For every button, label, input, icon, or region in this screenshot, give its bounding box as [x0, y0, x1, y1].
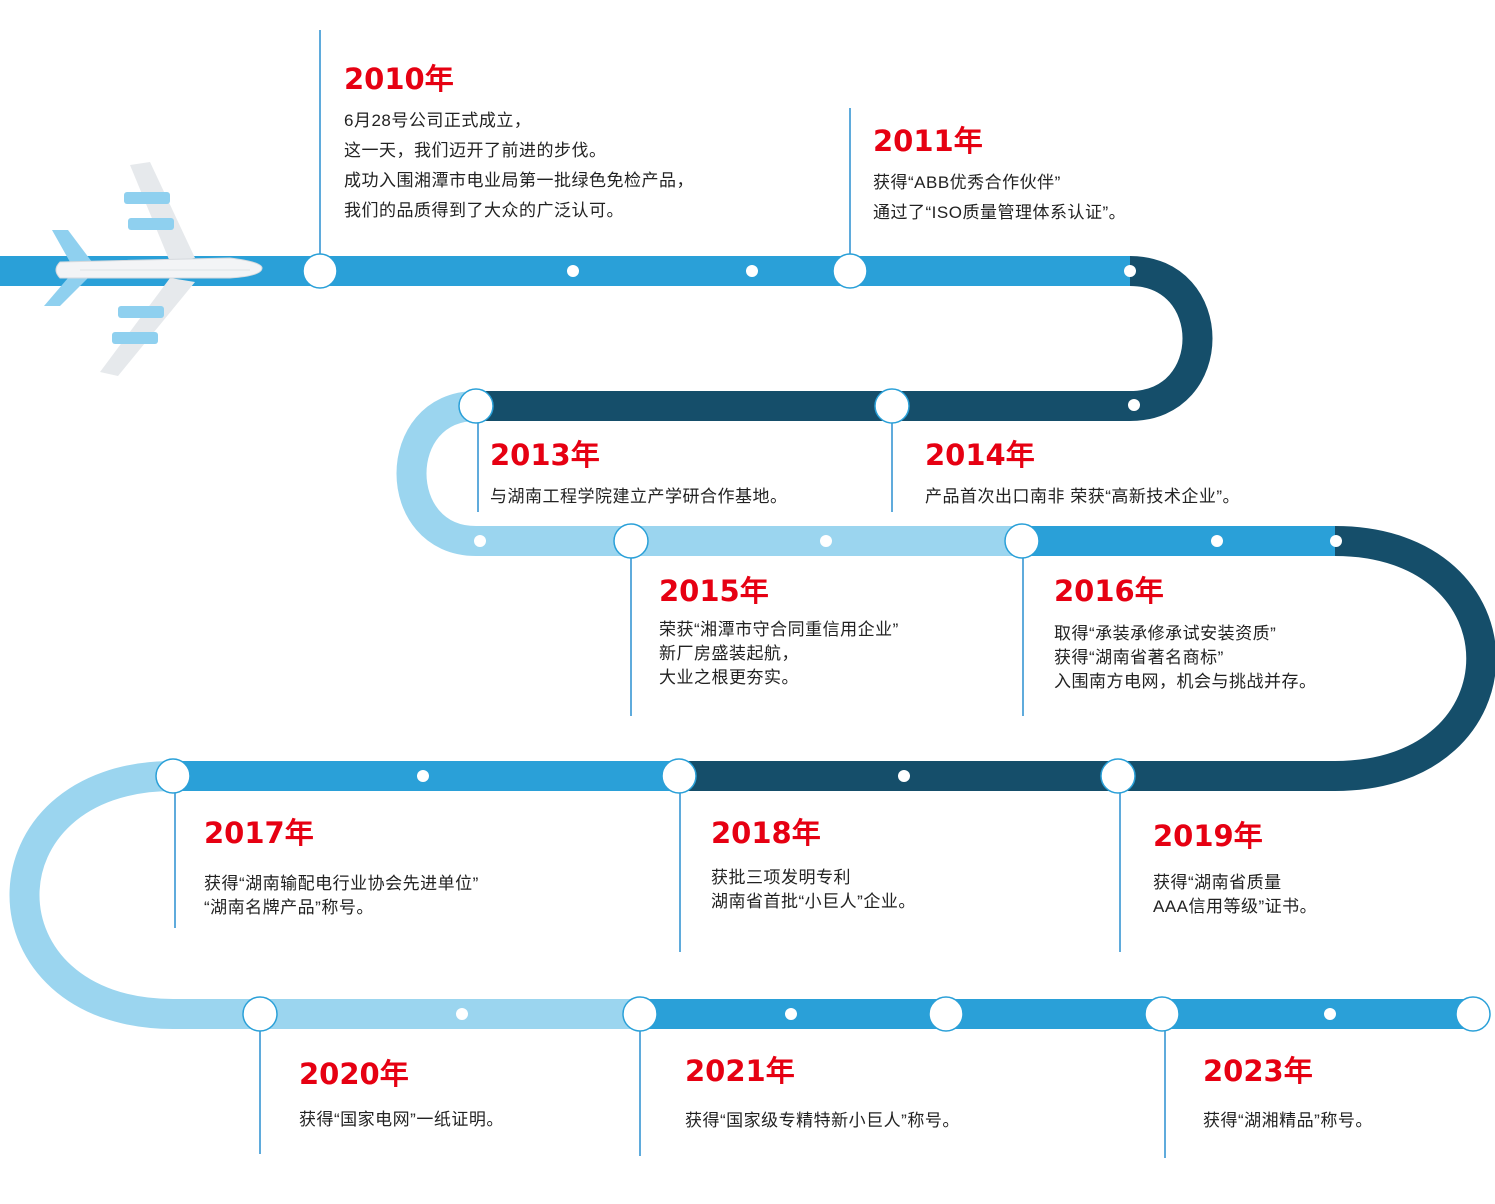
event-2014: 2014年 产品首次出口南非 荣获“高新技术企业”。 — [925, 438, 1240, 512]
marker-2015 — [613, 523, 649, 559]
event-year: 2023年 — [1203, 1054, 1313, 1088]
event-year: 2021年 — [685, 1054, 795, 1088]
event-line: 新厂房盛装起航， — [659, 644, 799, 663]
event-line: “湖南名牌产品”称号。 — [204, 898, 374, 917]
event-line: AAA信用等级”证书。 — [1153, 897, 1318, 916]
airplane-icon — [44, 162, 263, 376]
event-line: 这一天，我们迈开了前进的步伐。 — [344, 141, 607, 160]
road-dot — [820, 535, 832, 547]
event-2023: 2023年 获得“湖湘精品”称号。 — [1203, 1054, 1373, 1136]
event-year: 2011年 — [873, 124, 983, 158]
road-curve-left-2 — [9, 761, 174, 1029]
marker-2014 — [874, 388, 910, 424]
marker-2011 — [832, 253, 868, 289]
event-2019: 2019年 获得“湖南省质量 AAA信用等级”证书。 — [1153, 819, 1317, 919]
event-line: 6月28号公司正式成立， — [344, 111, 532, 130]
event-line: 获得“湖湘精品”称号。 — [1203, 1111, 1373, 1130]
event-description: 获得“ABB优秀合作伙伴” 通过了“ISO质量管理体系认证”。 — [873, 168, 1126, 228]
event-line: 与湖南工程学院建立产学研合作基地。 — [490, 487, 788, 506]
road-dot — [456, 1008, 468, 1020]
event-line: 产品首次出口南非 荣获“高新技术企业”。 — [925, 487, 1241, 506]
event-2020: 2020年 获得“国家电网”一纸证明。 — [299, 1057, 504, 1135]
event-description: 获批三项发明专利 湖南省首批“小巨人”企业。 — [711, 866, 916, 914]
marker-2016 — [1004, 523, 1040, 559]
event-2010: 2010年 6月28号公司正式成立， 这一天，我们迈开了前进的步伐。 成功入围湘… — [344, 62, 694, 226]
marker-end — [1455, 996, 1491, 1032]
road-dot — [417, 770, 429, 782]
event-line: 成功入围湘潭市电业局第一批绿色免检产品， — [344, 171, 694, 190]
marker-2021 — [622, 996, 658, 1032]
event-description: 荣获“湘潭市守合同重信用企业” 新厂房盛装起航， 大业之根更夯实。 — [659, 618, 899, 690]
event-year: 2015年 — [659, 574, 769, 608]
event-year: 2018年 — [711, 816, 821, 850]
event-line: 获得“湖南输配电行业协会先进单位” — [204, 874, 479, 893]
event-line: 获得“湖南省著名商标” — [1054, 648, 1224, 667]
event-year: 2017年 — [204, 816, 314, 850]
event-2011: 2011年 获得“ABB优秀合作伙伴” 通过了“ISO质量管理体系认证”。 — [873, 124, 1126, 228]
marker-2020 — [242, 996, 278, 1032]
road-curve-right-2 — [1334, 526, 1495, 791]
event-description: 获得“湖湘精品”称号。 — [1203, 1106, 1373, 1136]
event-line: 荣获“湘潭市守合同重信用企业” — [659, 620, 899, 639]
event-line: 获得“湖南省质量 — [1153, 873, 1282, 892]
road-dot — [1211, 535, 1223, 547]
road-dot — [1324, 1008, 1336, 1020]
event-description: 与湖南工程学院建立产学研合作基地。 — [490, 482, 788, 512]
road-dot — [746, 265, 758, 277]
event-description: 获得“国家电网”一纸证明。 — [299, 1105, 504, 1135]
marker-2018 — [661, 758, 697, 794]
road-dot — [1330, 535, 1342, 547]
marker-2019 — [1100, 758, 1136, 794]
event-description: 获得“湖南输配电行业协会先进单位” “湖南名牌产品”称号。 — [204, 872, 479, 920]
road-dot — [898, 770, 910, 782]
event-2015: 2015年 荣获“湘潭市守合同重信用企业” 新厂房盛装起航， 大业之根更夯实。 — [659, 574, 899, 690]
road-curve-right-1 — [1128, 256, 1213, 421]
event-2013: 2013年 与湖南工程学院建立产学研合作基地。 — [490, 438, 788, 512]
event-line: 获批三项发明专利 — [711, 868, 851, 887]
event-year: 2010年 — [344, 62, 454, 96]
event-description: 取得“承装承修承试安装资质” 获得“湖南省著名商标” 入围南方电网，机会与挑战并… — [1054, 622, 1317, 694]
event-year: 2013年 — [490, 438, 600, 472]
marker-2017 — [155, 758, 191, 794]
event-line: 入围南方电网，机会与挑战并存。 — [1054, 672, 1317, 691]
event-line: 通过了“ISO质量管理体系认证”。 — [873, 203, 1127, 222]
marker-2021b — [928, 996, 964, 1032]
event-description: 获得“国家级专精特新小巨人”称号。 — [685, 1106, 960, 1136]
event-line: 获得“国家级专精特新小巨人”称号。 — [685, 1111, 960, 1130]
road-dot — [1128, 399, 1140, 411]
event-line: 获得“ABB优秀合作伙伴” — [873, 173, 1061, 192]
event-2021: 2021年 获得“国家级专精特新小巨人”称号。 — [685, 1054, 960, 1136]
marker-2013 — [458, 388, 494, 424]
event-year: 2020年 — [299, 1057, 409, 1091]
event-2016: 2016年 取得“承装承修承试安装资质” 获得“湖南省著名商标” 入围南方电网，… — [1054, 574, 1317, 694]
event-year: 2014年 — [925, 438, 1035, 472]
road-dot — [474, 535, 486, 547]
event-description: 6月28号公司正式成立， 这一天，我们迈开了前进的步伐。 成功入围湘潭市电业局第… — [344, 106, 694, 226]
road-curve-left-1 — [396, 391, 478, 556]
event-2017: 2017年 获得“湖南输配电行业协会先进单位” “湖南名牌产品”称号。 — [204, 816, 479, 920]
event-2018: 2018年 获批三项发明专利 湖南省首批“小巨人”企业。 — [711, 816, 916, 914]
marker-2023 — [1144, 996, 1180, 1032]
event-line: 湖南省首批“小巨人”企业。 — [711, 892, 916, 911]
event-year: 2016年 — [1054, 574, 1164, 608]
event-year: 2019年 — [1153, 819, 1263, 853]
event-line: 获得“国家电网”一纸证明。 — [299, 1110, 504, 1129]
event-description: 产品首次出口南非 荣获“高新技术企业”。 — [925, 482, 1240, 512]
road-dot — [1124, 265, 1136, 277]
road-dot — [567, 265, 579, 277]
marker-2010 — [302, 253, 338, 289]
road-dot — [785, 1008, 797, 1020]
event-line: 大业之根更夯实。 — [659, 668, 799, 687]
event-line: 取得“承装承修承试安装资质” — [1054, 624, 1277, 643]
event-description: 获得“湖南省质量 AAA信用等级”证书。 — [1153, 871, 1317, 919]
event-line: 我们的品质得到了大众的广泛认可。 — [344, 201, 624, 220]
